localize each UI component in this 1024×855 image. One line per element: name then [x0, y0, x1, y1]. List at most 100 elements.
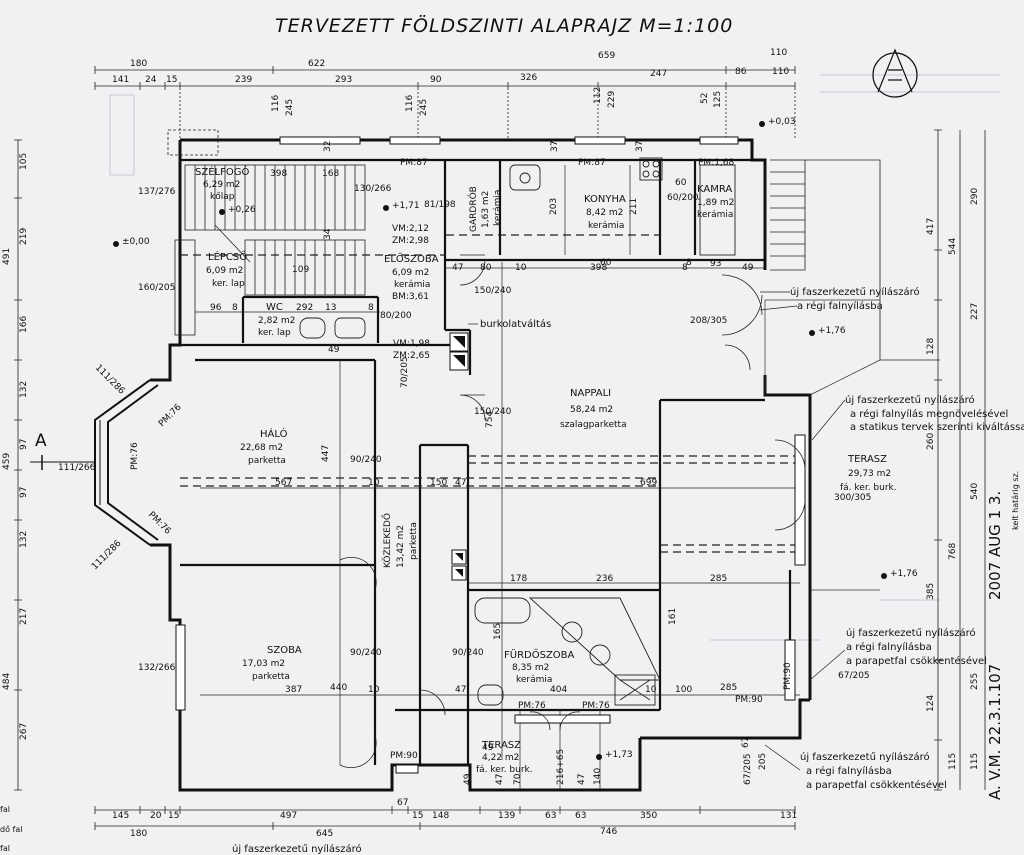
- room-eloszoba: ELŐSZOBA 6,09 m2 kerámia BM:3,61: [384, 251, 439, 302]
- edge-text: fal: [0, 805, 10, 814]
- pm-text: PM:1,68: [698, 158, 735, 168]
- note-line: a parapetfal csökkentésével: [806, 779, 947, 791]
- opening-text: 90/240: [452, 648, 484, 658]
- entry-stairs: [770, 159, 940, 361]
- terrace-lines: [764, 299, 881, 591]
- room-floor: fá. ker. burk.: [476, 765, 533, 775]
- opening-text: 90/240: [350, 455, 382, 465]
- room-name: KAMRA: [697, 184, 732, 195]
- door-swings: [339, 254, 806, 769]
- room-name: KONYHA: [584, 194, 626, 205]
- room-terasz-big: TERASZ 29,73 m2 fá. ker. burk.: [840, 454, 897, 493]
- interior-dim-text: 34: [323, 228, 333, 240]
- pm-text: PM:90: [783, 662, 793, 690]
- dim-text: 86: [735, 67, 747, 77]
- edge-text: fal: [0, 844, 10, 853]
- room-szelfogo: SZÉLFOGÓ 6,29 m2 kőlap: [195, 165, 249, 202]
- note-window-3: új faszerkezetű nyílászáró a régi falnyí…: [846, 627, 987, 667]
- interior-dim-text: 447: [321, 445, 331, 462]
- note-line: új faszerkezetű nyílászáró: [846, 627, 976, 639]
- interior-dim-text: 211: [629, 198, 639, 215]
- interior-dim-text: 567: [275, 478, 292, 488]
- pm-text: PM:90: [735, 695, 763, 705]
- opening-text: 132/266: [138, 663, 176, 673]
- opening-text: 130/266: [354, 184, 392, 194]
- room-name: SZOBA: [267, 645, 302, 656]
- room-floor: kerámia: [493, 190, 503, 226]
- dim-text: 484: [2, 673, 12, 690]
- signature: A. V.M. 22.3.1.107: [986, 664, 1004, 800]
- pm-text: PM:76: [157, 402, 184, 429]
- dim-text: 746: [600, 827, 617, 837]
- interior-dim-text: 100: [675, 685, 692, 695]
- room-gardrob: GARDRÓB 1,63 m2 kerámia: [467, 186, 503, 232]
- room-area: 8,42 m2: [586, 208, 623, 218]
- dim-text: 63: [575, 811, 586, 821]
- pm-text: PM:87: [578, 158, 606, 168]
- interior-dim-text: 8: [686, 258, 692, 268]
- dim-text: 645: [316, 829, 333, 839]
- bottom-window-note: új faszerkezetű nyílászáró: [232, 843, 362, 855]
- interior-dim-text: 60: [675, 178, 687, 188]
- interior-dim-text: 70: [513, 773, 523, 785]
- interior-dim-text: 93: [710, 259, 721, 269]
- interior-dim-text: 8: [232, 303, 238, 313]
- dim-text: 768: [948, 543, 958, 560]
- room-konyha: KONYHA 8,42 m2 kerámia: [584, 194, 626, 231]
- dim-text: 227: [970, 303, 980, 320]
- room-area: 6,09 m2: [392, 268, 429, 278]
- interior-dim-text: 285: [710, 574, 727, 584]
- dim-text: 124: [926, 695, 936, 712]
- section-letter: A: [35, 431, 47, 451]
- room-wc: WC 2,82 m2 ker. lap: [258, 302, 295, 338]
- room-kamra: KAMRA 1,89 m2 kerámia: [697, 184, 734, 220]
- opening-text: 111/286: [93, 363, 127, 397]
- note-line: új faszerkezetű nyílászáró: [845, 394, 975, 406]
- dim-text: 497: [280, 811, 297, 821]
- plan-dim-lines: [195, 165, 800, 790]
- dim-text: 15: [166, 75, 177, 85]
- interior-dim-text: 47: [455, 685, 466, 695]
- staircase: [167, 129, 366, 336]
- room-halo: HÁLÓ 22,68 m2 parketta: [240, 427, 288, 466]
- interior-dim-text: 49: [328, 345, 340, 355]
- room-name: ELŐSZOBA: [384, 251, 439, 265]
- dim-text: 139: [498, 811, 515, 821]
- interior-dim-text: 10: [645, 685, 657, 695]
- windows: [175, 136, 806, 774]
- dim-text: 67: [397, 798, 408, 808]
- dim-text: 131: [780, 811, 797, 821]
- room-floor: kerámia: [588, 221, 624, 231]
- interior-dim-text: 150: [430, 478, 447, 488]
- level-mark: +1,76: [890, 569, 918, 579]
- opening-text: 160/205: [138, 283, 175, 293]
- room-name: FÜRDŐSZOBA: [504, 647, 575, 661]
- interior-dim-text: 47: [495, 774, 505, 785]
- room-area: 6,29 m2: [203, 180, 240, 190]
- note-leaders: [468, 291, 846, 771]
- opening-text: 137/276: [138, 187, 176, 197]
- interior-dim-text: 168: [322, 169, 339, 179]
- room-floor: kerámia: [697, 210, 733, 220]
- dim-text: 115: [970, 753, 980, 770]
- dim-text: 15: [168, 811, 179, 821]
- interior-dim-text: 387: [285, 685, 302, 695]
- dim-text: 166: [19, 316, 29, 333]
- interior-dim-text: 49: [482, 743, 494, 753]
- dim-text: 293: [335, 75, 352, 85]
- stamp-small: kelt határig sz.: [1011, 471, 1020, 530]
- interior-dim-text: 10: [368, 685, 380, 695]
- pm-text: PM:87: [400, 158, 428, 168]
- level-mark: +1,76: [818, 326, 846, 336]
- top-dimensions-row2: 141 24 15 239 293 90 326 247 86 110: [112, 67, 789, 85]
- room-nappali: NAPPALI 58,24 m2 szalagparketta: [560, 388, 627, 430]
- opening-text: 90/240: [350, 648, 382, 658]
- vm-text: ZM:2,65: [393, 351, 430, 361]
- interior-dim-text: 140: [593, 768, 603, 785]
- room-area: 29,73 m2: [848, 469, 891, 479]
- dim-text: 128: [926, 338, 936, 355]
- dim-text: 145: [112, 811, 129, 821]
- dim-text: 24: [145, 75, 157, 85]
